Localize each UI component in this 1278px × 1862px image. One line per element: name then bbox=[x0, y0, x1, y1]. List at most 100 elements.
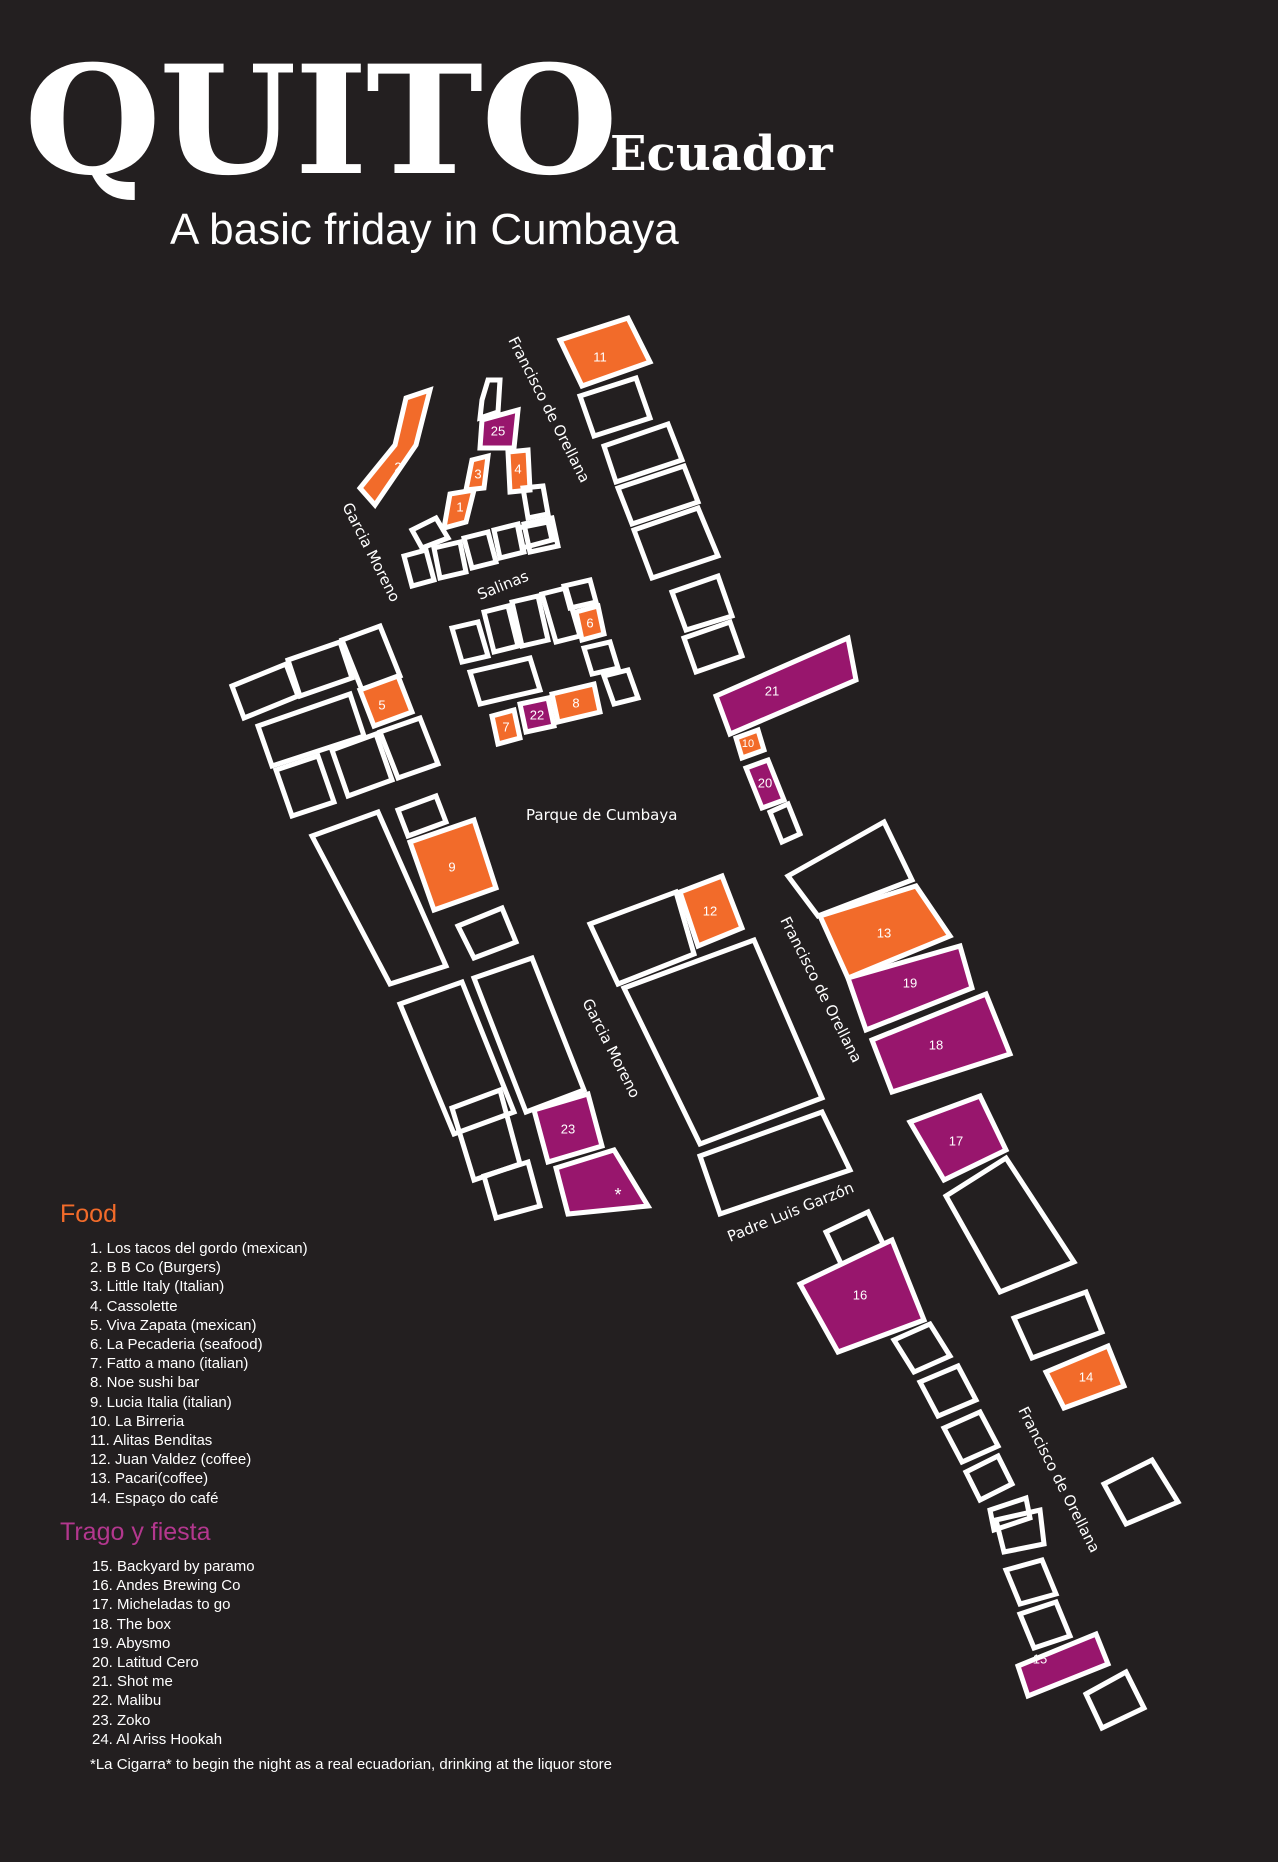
place-6-block[interactable] bbox=[573, 602, 607, 644]
building-block bbox=[620, 936, 826, 1148]
party-item: 22. Malibu bbox=[92, 1692, 162, 1710]
party-item: 18. The box bbox=[92, 1615, 171, 1633]
food-item: 6. La Pecaderia (seafood) bbox=[90, 1336, 263, 1354]
place-13-block[interactable] bbox=[816, 883, 954, 982]
building-block bbox=[696, 1108, 854, 1218]
party-legend: Trago y fiesta 15. Backyard by paramo 16… bbox=[60, 1518, 255, 1749]
place-21-block[interactable] bbox=[712, 634, 859, 738]
place-7-block[interactable] bbox=[489, 706, 523, 748]
marker-5: 5 bbox=[378, 697, 385, 712]
building-block bbox=[228, 660, 302, 722]
building-block bbox=[470, 954, 588, 1116]
building-block bbox=[1016, 1598, 1074, 1652]
building-block bbox=[1100, 1456, 1182, 1528]
place-5-block[interactable] bbox=[356, 672, 416, 730]
building-block bbox=[916, 1362, 980, 1420]
party-item: 20. Latitud Cero bbox=[92, 1654, 199, 1672]
food-item: 2. B B Co (Burgers) bbox=[90, 1259, 221, 1277]
place-23-block[interactable] bbox=[530, 1090, 606, 1166]
city-title: QUITO bbox=[24, 33, 618, 209]
building-block bbox=[576, 374, 654, 440]
building-block bbox=[586, 888, 698, 988]
place-10-block[interactable] bbox=[732, 726, 768, 762]
building-block bbox=[509, 593, 551, 649]
building-block bbox=[942, 1154, 1078, 1296]
building-block bbox=[520, 483, 551, 521]
building-block bbox=[962, 1452, 1016, 1504]
marker-9: 9 bbox=[448, 859, 455, 874]
building-block bbox=[376, 714, 442, 782]
building-block bbox=[600, 667, 642, 707]
building-block bbox=[630, 504, 722, 582]
food-list: 1. Los tacos del gordo (mexican) 2. B B … bbox=[60, 1239, 308, 1508]
building-block bbox=[328, 730, 396, 800]
marker-17: 17 bbox=[949, 1133, 963, 1148]
place-18-block[interactable] bbox=[868, 990, 1014, 1096]
place-16-block[interactable] bbox=[796, 1236, 928, 1356]
party-item: 23. Zoko bbox=[92, 1711, 151, 1729]
place-15-block[interactable] bbox=[1014, 1630, 1112, 1700]
street-label: Francisco de Orellana bbox=[1014, 1404, 1103, 1556]
party-item: 17. Micheladas to go bbox=[92, 1596, 231, 1614]
food-item: 8. Noe sushi bar bbox=[90, 1374, 200, 1392]
marker-22: 22 bbox=[530, 707, 544, 722]
marker-14: 14 bbox=[1079, 1369, 1093, 1384]
marker-20: 20 bbox=[758, 775, 772, 790]
place-9-block[interactable] bbox=[406, 816, 500, 914]
food-item: 10. La Birreria bbox=[90, 1412, 185, 1430]
place-4-block[interactable] bbox=[505, 447, 533, 495]
place-20-block[interactable] bbox=[742, 756, 788, 812]
party-item: 15. Backyard by paramo bbox=[92, 1558, 255, 1575]
building-block bbox=[396, 978, 518, 1138]
building-block bbox=[477, 377, 503, 422]
building-block bbox=[890, 1320, 954, 1376]
marker-4: 4 bbox=[514, 461, 521, 476]
building-block bbox=[1082, 1668, 1148, 1732]
place-19-block[interactable] bbox=[844, 942, 976, 1034]
place-17-block[interactable] bbox=[906, 1092, 1010, 1184]
place-11-block[interactable] bbox=[556, 314, 654, 390]
marker-25: 25 bbox=[491, 423, 505, 438]
party-list: 15. Backyard by paramo 16. Andes Brewing… bbox=[60, 1557, 255, 1749]
food-legend: Food 1. Los tacos del gordo (mexican) 2.… bbox=[60, 1200, 308, 1508]
place-12-block[interactable] bbox=[676, 872, 746, 950]
place-3-block[interactable] bbox=[462, 452, 491, 493]
marker-15: 15 bbox=[1033, 1651, 1047, 1666]
building-block bbox=[308, 808, 450, 988]
marker-18: 18 bbox=[929, 1037, 943, 1052]
food-item: 3. Little Italy (Italian) bbox=[90, 1278, 225, 1296]
building-block bbox=[491, 520, 527, 562]
food-item: 5. Viva Zapata (mexican) bbox=[90, 1316, 257, 1334]
building-block bbox=[272, 752, 338, 820]
food-item: 13. Pacari(coffee) bbox=[90, 1470, 209, 1488]
building-block bbox=[394, 792, 450, 840]
marker-6: 6 bbox=[586, 615, 593, 630]
building-block bbox=[987, 1494, 1033, 1534]
marker-8: 8 bbox=[572, 695, 579, 710]
marker-1: 1 bbox=[456, 499, 463, 514]
building-block bbox=[1010, 1288, 1106, 1362]
building-block bbox=[448, 619, 492, 665]
place-8-block[interactable] bbox=[549, 680, 603, 726]
place-2-block[interactable] bbox=[356, 386, 434, 510]
building-block bbox=[408, 514, 452, 552]
marker-10: 10 bbox=[742, 738, 754, 750]
party-item: 24. Al Ariss Hookah bbox=[92, 1730, 223, 1748]
place-14-block[interactable] bbox=[1042, 1342, 1128, 1412]
marker-2: 2 bbox=[394, 459, 401, 474]
place-1-block[interactable] bbox=[440, 486, 478, 532]
place-24-block[interactable] bbox=[552, 1147, 653, 1217]
building-block bbox=[460, 528, 500, 572]
food-item: 14. Espaço do café bbox=[90, 1489, 219, 1507]
marker-23: 23 bbox=[561, 1121, 575, 1136]
place-22-block[interactable] bbox=[517, 695, 557, 735]
building-block bbox=[580, 639, 622, 677]
building-block bbox=[614, 462, 702, 528]
food-item: 4. Cassolette bbox=[90, 1297, 178, 1315]
party-heading: Trago y fiesta bbox=[60, 1518, 211, 1546]
building-block bbox=[784, 818, 916, 920]
place-25-block[interactable] bbox=[477, 406, 521, 451]
food-item: 9. Lucia Italia (italian) bbox=[90, 1393, 232, 1411]
food-item: 7. Fatto a mano (italian) bbox=[90, 1355, 249, 1373]
